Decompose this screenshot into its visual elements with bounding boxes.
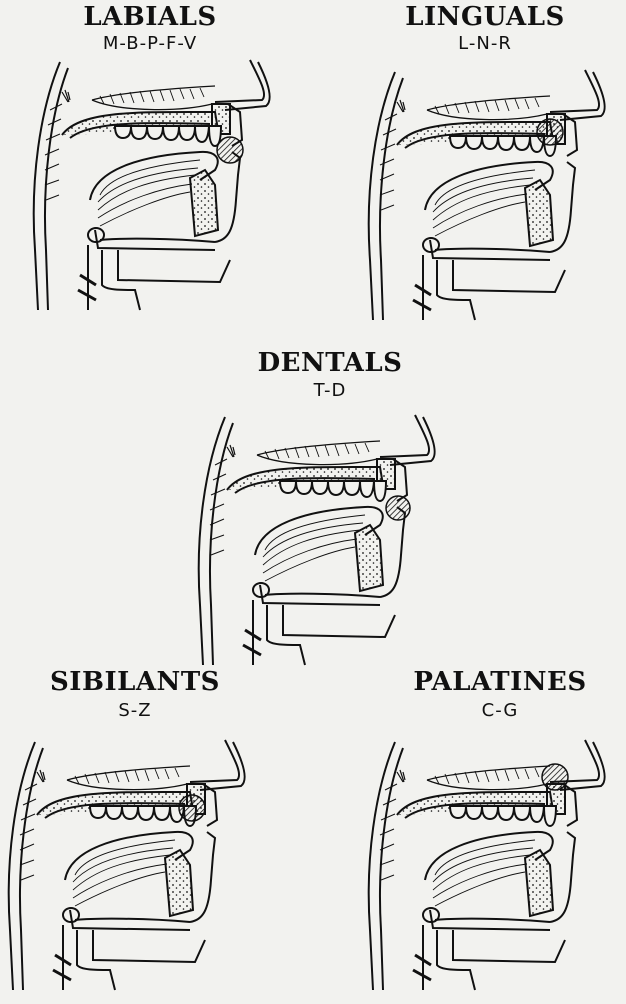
palatines-sounds: C-G (481, 700, 519, 721)
dentals-articulation-spot (385, 495, 411, 521)
labials-title: LABIALS (83, 2, 217, 32)
dentals-sounds: T-D (313, 380, 347, 401)
dentals-title: DENTALS (257, 348, 403, 378)
labials-articulation-spot (216, 136, 244, 164)
palatines-diagram (367, 738, 607, 992)
linguals-diagram (367, 68, 607, 322)
linguals-title: LINGUALS (405, 2, 565, 32)
linguals-sounds: L-N-R (458, 33, 512, 54)
palatines-articulation-spot (541, 763, 569, 791)
palatines-title: PALATINES (413, 667, 587, 697)
sibilants-diagram (7, 738, 247, 992)
labials-sounds: M-B-P-F-V (102, 33, 198, 54)
labials-diagram (32, 58, 272, 312)
linguals-articulation-spot (536, 118, 564, 146)
sibilants-title: SIBILANTS (50, 667, 220, 697)
dentals-diagram (197, 413, 437, 667)
sibilants-articulation-spot (178, 794, 206, 822)
sibilants-sounds: S-Z (118, 700, 152, 721)
